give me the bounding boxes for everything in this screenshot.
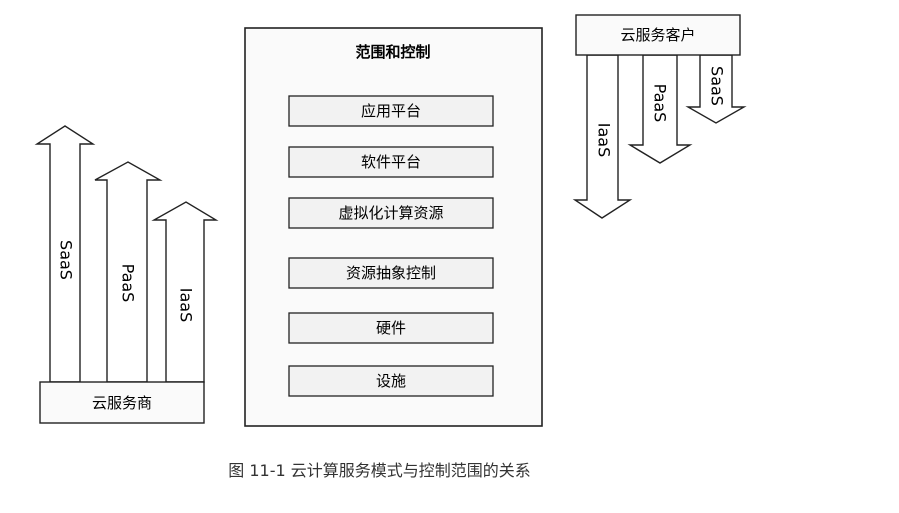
layer-hardware: 硬件 [288,312,494,344]
consumer-box [575,14,741,56]
layer-label: 资源抽象控制 [346,264,436,282]
layer-application-platform: 应用平台 [288,95,494,127]
control-scope-title: 范围和控制 [355,43,430,61]
layer-resource-abstraction: 资源抽象控制 [288,257,494,289]
layer-label: 虚拟化计算资源 [338,204,443,222]
layer-facility: 设施 [288,365,494,397]
layer-label: 应用平台 [361,102,421,120]
layer-label: 硬件 [376,319,406,337]
arrow-label: SaaS [57,240,76,280]
layer-virtualized-compute: 虚拟化计算资源 [288,197,494,229]
consumer-arrow-iaas: IaaS [572,54,633,219]
layer-list: 应用平台 软件平台 虚拟化计算资源 资源抽象控制 硬件 设施 [288,95,494,397]
provider-arrow-paas: PaaS [94,161,163,383]
arrow-label: PaaS [119,264,138,303]
consumer-group: IaaS PaaS SaaS 云服务客户 [572,14,747,219]
layer-software-platform: 软件平台 [288,146,494,178]
arrow-label: IaaS [177,288,196,322]
provider-label: 云服务商 [92,394,152,412]
figure-caption: 图 11-1 云计算服务模式与控制范围的关系 [0,457,899,481]
layer-label: 设施 [376,372,406,390]
consumer-arrow-saas: SaaS [685,54,747,124]
provider-box [39,381,205,424]
arrow-label: PaaS [651,84,670,123]
provider-group: SaaS PaaS IaaS 云服务商 [34,125,219,424]
provider-arrow-saas: SaaS [34,125,96,383]
arrow-label: IaaS [595,123,614,157]
consumer-label: 云服务客户 [620,26,695,44]
provider-arrow-iaas: IaaS [151,201,219,383]
layer-label: 软件平台 [361,153,421,171]
arrow-label: SaaS [708,66,727,106]
figure-caption-text: 图 11-1 云计算服务模式与控制范围的关系 [228,461,531,480]
consumer-arrow-paas: PaaS [627,54,693,164]
